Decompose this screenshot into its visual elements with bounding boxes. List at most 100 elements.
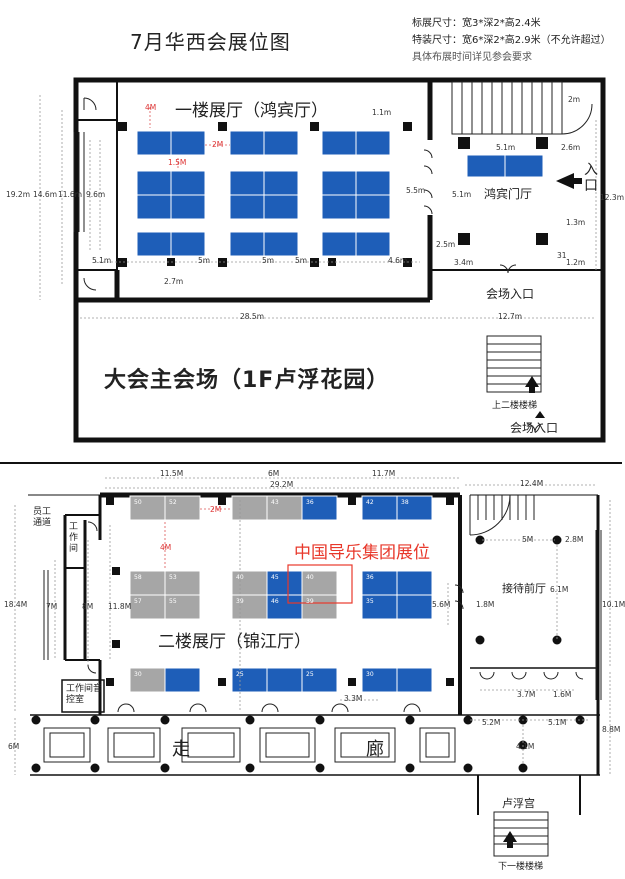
entry-arrow-icon [556, 173, 574, 189]
dim-booth-31: 31 [557, 251, 567, 260]
dim-gap-25: 2.5m [436, 240, 456, 249]
booth-number: 57 [134, 598, 142, 605]
entry-label: 入口 [584, 162, 598, 194]
dim-cor-51: 5.1M [548, 718, 567, 727]
booth-number: 58 [134, 574, 142, 581]
booth-number: 45 [271, 574, 279, 581]
booth-number: 46 [271, 598, 279, 605]
booth-number: 40 [306, 574, 314, 581]
louvre-label: 卢浮宫 [502, 797, 535, 810]
dim-top-6: 6M [268, 469, 280, 478]
dim-top-124: 12.4M [520, 479, 544, 488]
dim-lobby-34: 3.4m [454, 258, 474, 267]
dim-aisle-2m: 2M [212, 140, 224, 149]
corridor-panels [43, 727, 456, 763]
page-title: 7月华西会展位图 [130, 30, 291, 54]
floor2-doors [87, 521, 584, 713]
booth-number: 36 [366, 574, 374, 581]
workroom-label: 工作间 [69, 522, 79, 554]
dim-venue-127: 12.7m [498, 312, 523, 321]
booth-number: 30 [134, 671, 142, 678]
booth-number: 43 [271, 499, 279, 506]
spec-standard: 标展尺寸：宽3*深2*高2.4米 [412, 18, 541, 29]
stairs-down-arrow-icon [503, 831, 517, 842]
highlight-booth-frame [287, 564, 353, 604]
dim-aisle-4m-f2: 4M [160, 543, 172, 552]
dim-top-292: 29.2M [270, 480, 294, 489]
booth-number: 35 [366, 598, 374, 605]
floor1-dim-lines [39, 95, 597, 319]
booth-number: 25 [306, 671, 314, 678]
floor1-walls [73, 77, 606, 443]
stairs-up-label: 上二楼楼梯 [492, 401, 538, 411]
stairs-up-arrow-icon [525, 376, 539, 387]
dim-height-inner: 14.6m [33, 190, 58, 199]
floor2-windows [43, 530, 602, 700]
booth-number: 42 [366, 499, 374, 506]
booth-number: 39 [236, 598, 244, 605]
corridor-label-a: 走 [172, 739, 190, 760]
dim-aisle-2m-f2: 2M [210, 505, 222, 514]
floor1-booths [136, 130, 544, 257]
dim-rec-28: 2.8M [565, 535, 584, 544]
booth-number: 25 [236, 671, 244, 678]
dim-bottom-5a: 5m [198, 256, 211, 265]
dim-mid-56: 5.6M [432, 600, 451, 609]
stairs-down-label: 下一楼楼梯 [498, 862, 544, 872]
dim-right-101: 10.1M [602, 600, 625, 609]
floor2-dim-lines [14, 477, 611, 775]
dim-left-6: 6M [8, 742, 20, 751]
floor1-main-stairs [486, 335, 542, 393]
lobby-name: 鸿宾门厅 [484, 187, 533, 201]
floor2-hall-name: 二楼展厅（锦江厅） [158, 632, 311, 652]
dim-aisle-4m: 4M [145, 103, 157, 112]
dim-left-8: 8M [82, 602, 94, 611]
dim-cor-52: 5.2M [482, 718, 501, 727]
booth-number: 30 [366, 671, 374, 678]
booth-number: 55 [169, 598, 177, 605]
dim-gap-top: 1.1m [372, 108, 392, 117]
floor2-down-stairs [493, 811, 549, 857]
floor1-stairs [451, 81, 593, 135]
dim-rec-37: 3.7M [517, 690, 536, 699]
corridor-label-b: 廊 [366, 739, 384, 760]
highlight-booth-label: 中国导乐集团展位 [294, 543, 430, 563]
booth-number: 38 [401, 499, 409, 506]
dim-top-115: 11.5M [160, 469, 184, 478]
dim-lobby-v51: 5.1m [452, 190, 472, 199]
dim-top-117: 11.7M [372, 469, 396, 478]
venue-entry-bottom-label: 会场入口 [510, 421, 559, 435]
dim-height-b: 9.6m [86, 190, 106, 199]
dim-height-a: 11.6m [58, 190, 83, 199]
spec-special: 特装尺寸：宽6*深2*高2.9米（不允许超过） [412, 35, 611, 46]
venue-entry-arrow-icon [535, 411, 545, 418]
floor1-aisle-lines [149, 107, 230, 170]
booth-number: 53 [169, 574, 177, 581]
floor2-booth-numbers: 50 52 43 36 42 38 58 53 40 45 40 36 57 5… [134, 499, 409, 678]
booth-number: 50 [134, 499, 142, 506]
dim-rec-5: 5M [522, 535, 534, 544]
floor2-booths [129, 495, 433, 693]
workroom-audio-label: 工作间音控室 [66, 684, 103, 705]
floor2-aisle-lines [164, 508, 232, 568]
dim-left-7: 7M [46, 602, 58, 611]
dim-right-123: 12.3m [600, 193, 625, 202]
dim-venue-285: 28.5m [240, 312, 265, 321]
floor2-round-columns [31, 535, 585, 773]
dim-height-total: 19.2m [6, 190, 31, 199]
dim-rec-16: 1.6M [553, 690, 572, 699]
dim-right-88: 8.8M [602, 725, 621, 734]
booth-number: 40 [236, 574, 244, 581]
floor2-walls [28, 492, 600, 815]
dim-aisle-15m: 1.5M [168, 158, 187, 167]
dim-left-118: 11.8M [108, 602, 132, 611]
dim-bottom-5b: 5m [262, 256, 275, 265]
dim-bottom-27: 2.7m [164, 277, 184, 286]
main-venue-label: 大会主会场（1F卢浮花园） [104, 368, 390, 393]
floor2-columns [106, 497, 454, 686]
dim-bottom-5c: 5m [295, 256, 308, 265]
dim-bottom-33: 3.3M [344, 694, 363, 703]
venue-entry-label: 会场入口 [486, 287, 535, 301]
floor1-hall-name: 一楼展厅（鸿宾厅） [175, 101, 328, 121]
